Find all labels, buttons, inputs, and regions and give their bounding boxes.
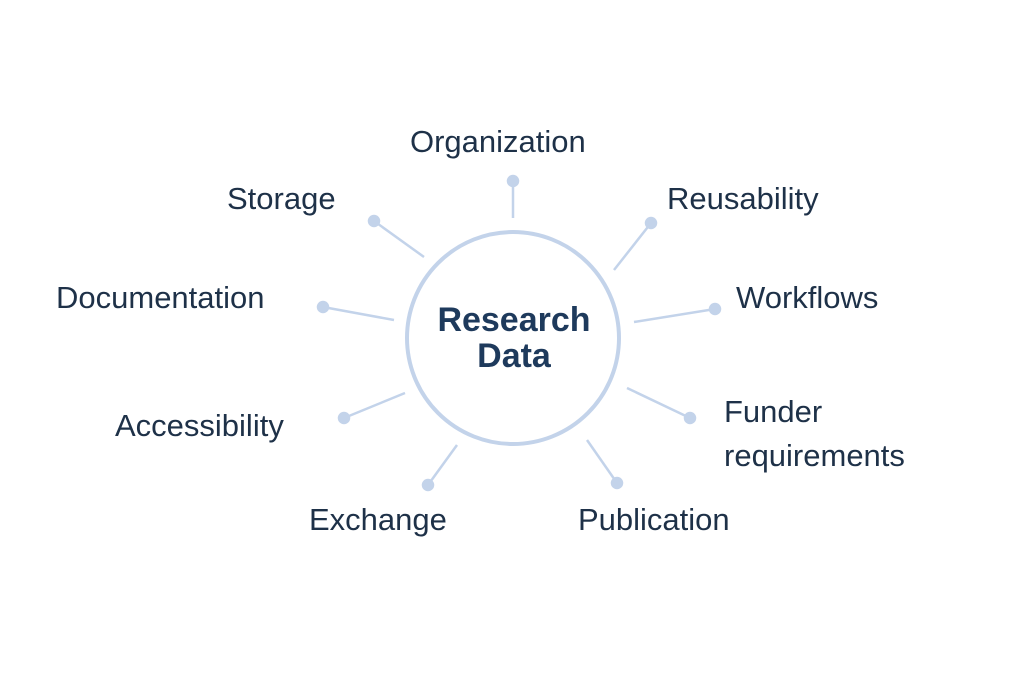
- label-funder-line1: Funder: [724, 394, 823, 429]
- spoke-exchange: [421, 444, 459, 492]
- spoke-funder-requirements: [626, 386, 697, 425]
- label-organization: Organization: [410, 124, 586, 159]
- label-funder-requirements: Funder requirements: [724, 390, 905, 478]
- spoke-accessibility: [337, 391, 406, 425]
- center-circle: [405, 230, 621, 446]
- label-funder-line2: requirements: [724, 438, 905, 473]
- label-reusability: Reusability: [667, 181, 819, 216]
- label-exchange: Exchange: [309, 502, 447, 537]
- spoke-documentation: [316, 300, 395, 322]
- center-title-line2: Data: [477, 337, 551, 375]
- spoke-storage: [367, 214, 425, 259]
- label-workflows: Workflows: [736, 280, 879, 315]
- center-title-line1: Research: [437, 301, 591, 339]
- spoke-publication: [585, 439, 624, 490]
- spoke-reusability: [613, 216, 658, 271]
- label-storage: Storage: [227, 181, 336, 216]
- center-title: Research Data: [408, 302, 620, 374]
- label-publication: Publication: [578, 502, 730, 537]
- spoke-organization: [506, 174, 520, 218]
- spoke-workflows: [633, 302, 722, 324]
- label-accessibility: Accessibility: [115, 408, 284, 443]
- label-documentation: Documentation: [56, 280, 265, 315]
